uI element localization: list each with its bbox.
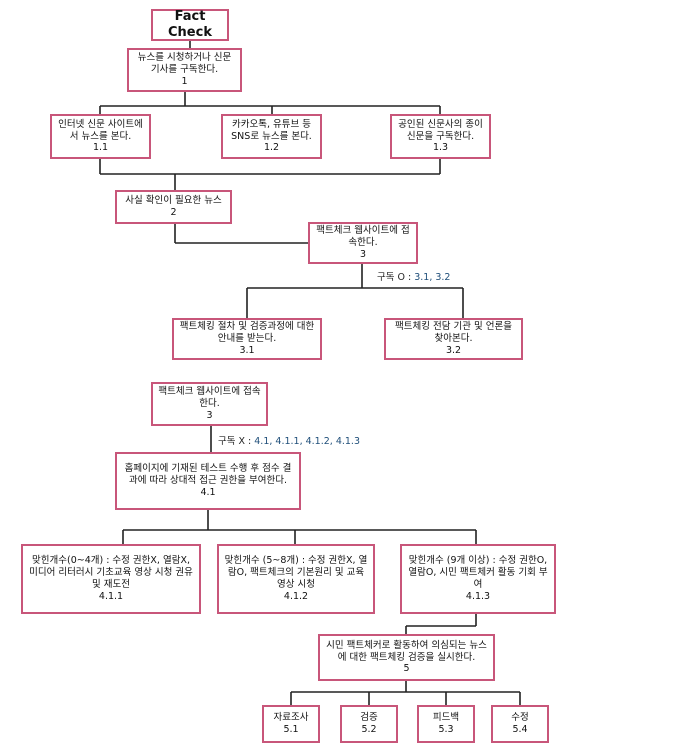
node-3-unsubscribed: 팩트체크 웹사이트에 접속한다. 3: [151, 382, 268, 426]
node-1-text: 뉴스를 시청하거나 신문 기사를 구독한다.: [137, 52, 232, 76]
node-5-1-text: 자료조사: [273, 712, 309, 724]
node-3-1: 팩트체킹 절차 및 검증과정에 대한 안내를 받는다. 3.1: [172, 318, 322, 360]
node-4-1: 홈페이지에 기재된 테스트 수행 후 점수 결과에 따라 상대적 접근 권한을 …: [115, 452, 301, 510]
node-2-id: 2: [170, 207, 177, 218]
node-1-1: 인터넷 신문 사이트에서 뉴스를 본다. 1.1: [50, 114, 151, 159]
node-5-id: 5: [403, 663, 410, 675]
node-5-4-id: 5.4: [512, 724, 528, 735]
node-1-id: 1: [181, 75, 188, 87]
node-5-2: 검증 5.2: [340, 705, 398, 743]
fact-check-title-box: Fact Check: [151, 9, 229, 41]
node-3-2-text: 팩트체킹 전담 기관 및 언론을 찾아본다.: [395, 321, 512, 345]
node-5-4: 수정 5.4: [491, 705, 549, 743]
subscribed-note: 구독 O : 3.1, 3.2: [377, 269, 450, 283]
node-3-unsubscribed-id: 3: [206, 409, 213, 421]
node-4-1-2: 맞힌개수 (5~8개) : 수정 권한X, 열람O, 팩트체크의 기본원리 및 …: [217, 544, 375, 614]
unsubscribed-note-key: 구독 X :: [218, 436, 255, 447]
node-3-1-id: 3.1: [239, 344, 255, 356]
node-5-2-id: 5.2: [361, 724, 377, 735]
node-1-2-id: 1.2: [263, 142, 280, 154]
node-4-1-3-text: 맞힌개수 (9개 이상) : 수정 권한O, 열람O, 시민 팩트체커 활동 기…: [408, 555, 548, 590]
node-4-1-1-text: 맞힌개수(0~4개) : 수정 권한X, 열람X, 미디어 리터러시 기초교육 …: [29, 555, 193, 590]
node-1-1-id: 1.1: [92, 142, 109, 154]
node-4-1-3: 맞힌개수 (9개 이상) : 수정 권한O, 열람O, 시민 팩트체커 활동 기…: [400, 544, 556, 614]
corner-page-number: 01: [629, 0, 640, 2]
node-4-1-3-id: 4.1.3: [465, 590, 491, 602]
node-5: 시민 팩트체커로 활동하여 의심되는 뉴스에 대한 팩트체킹 검증을 실시한다.…: [318, 634, 495, 681]
node-4-1-id: 4.1: [200, 486, 216, 498]
node-4-1-1-id: 4.1.1: [98, 590, 124, 602]
node-3-1-text: 팩트체킹 절차 및 검증과정에 대한 안내를 받는다.: [179, 321, 315, 345]
node-1-1-text: 인터넷 신문 사이트에서 뉴스를 본다.: [58, 118, 143, 142]
node-4-1-2-text: 맞힌개수 (5~8개) : 수정 권한X, 열람O, 팩트체크의 기본원리 및 …: [224, 555, 368, 590]
node-1: 뉴스를 시청하거나 신문 기사를 구독한다. 1: [127, 48, 242, 92]
node-4-1-1: 맞힌개수(0~4개) : 수정 권한X, 열람X, 미디어 리터러시 기초교육 …: [21, 544, 201, 614]
fact-check-title: Fact Check: [168, 8, 212, 40]
node-2: 사실 확인이 필요한 뉴스 2: [115, 190, 232, 224]
node-4-1-2-id: 4.1.2: [283, 590, 309, 602]
node-5-3: 피드백 5.3: [417, 705, 475, 743]
node-3-unsubscribed-text: 팩트체크 웹사이트에 접속한다.: [158, 386, 261, 410]
node-1-2-text: 카카오톡, 유튜브 등 SNS로 뉴스를 본다.: [231, 118, 312, 142]
node-3-subscribed-text: 팩트체크 웹사이트에 접속한다.: [316, 225, 410, 249]
node-2-text: 사실 확인이 필요한 뉴스: [125, 195, 222, 207]
node-4-1-text: 홈페이지에 기재된 테스트 수행 후 점수 결과에 따라 상대적 접근 권한을 …: [124, 463, 292, 487]
node-1-3-id: 1.3: [432, 142, 449, 154]
node-1-3-text: 공인된 신문사의 종이신문을 구독한다.: [398, 118, 483, 142]
node-3-2-id: 3.2: [445, 344, 462, 356]
unsubscribed-note: 구독 X : 4.1, 4.1.1, 4.1.2, 4.1.3: [218, 433, 360, 447]
node-5-2-text: 검증: [360, 712, 378, 724]
node-1-2: 카카오톡, 유튜브 등 SNS로 뉴스를 본다. 1.2: [221, 114, 322, 159]
node-3-subscribed: 팩트체크 웹사이트에 접속한다. 3: [308, 222, 418, 264]
node-5-4-text: 수정: [511, 712, 529, 724]
unsubscribed-note-value: 4.1, 4.1.1, 4.1.2, 4.1.3: [254, 436, 360, 447]
node-5-1: 자료조사 5.1: [262, 705, 320, 743]
node-3-2: 팩트체킹 전담 기관 및 언론을 찾아본다. 3.2: [384, 318, 523, 360]
node-1-3: 공인된 신문사의 종이신문을 구독한다. 1.3: [390, 114, 491, 159]
node-5-3-text: 피드백: [432, 712, 460, 724]
subscribed-note-key: 구독 O :: [377, 272, 415, 283]
node-5-3-id: 5.3: [438, 724, 454, 735]
node-5-text: 시민 팩트체커로 활동하여 의심되는 뉴스에 대한 팩트체킹 검증을 실시한다.: [326, 639, 487, 663]
subscribed-note-value: 3.1, 3.2: [414, 272, 451, 283]
node-5-1-id: 5.1: [283, 724, 299, 735]
node-3-subscribed-id: 3: [359, 248, 367, 260]
